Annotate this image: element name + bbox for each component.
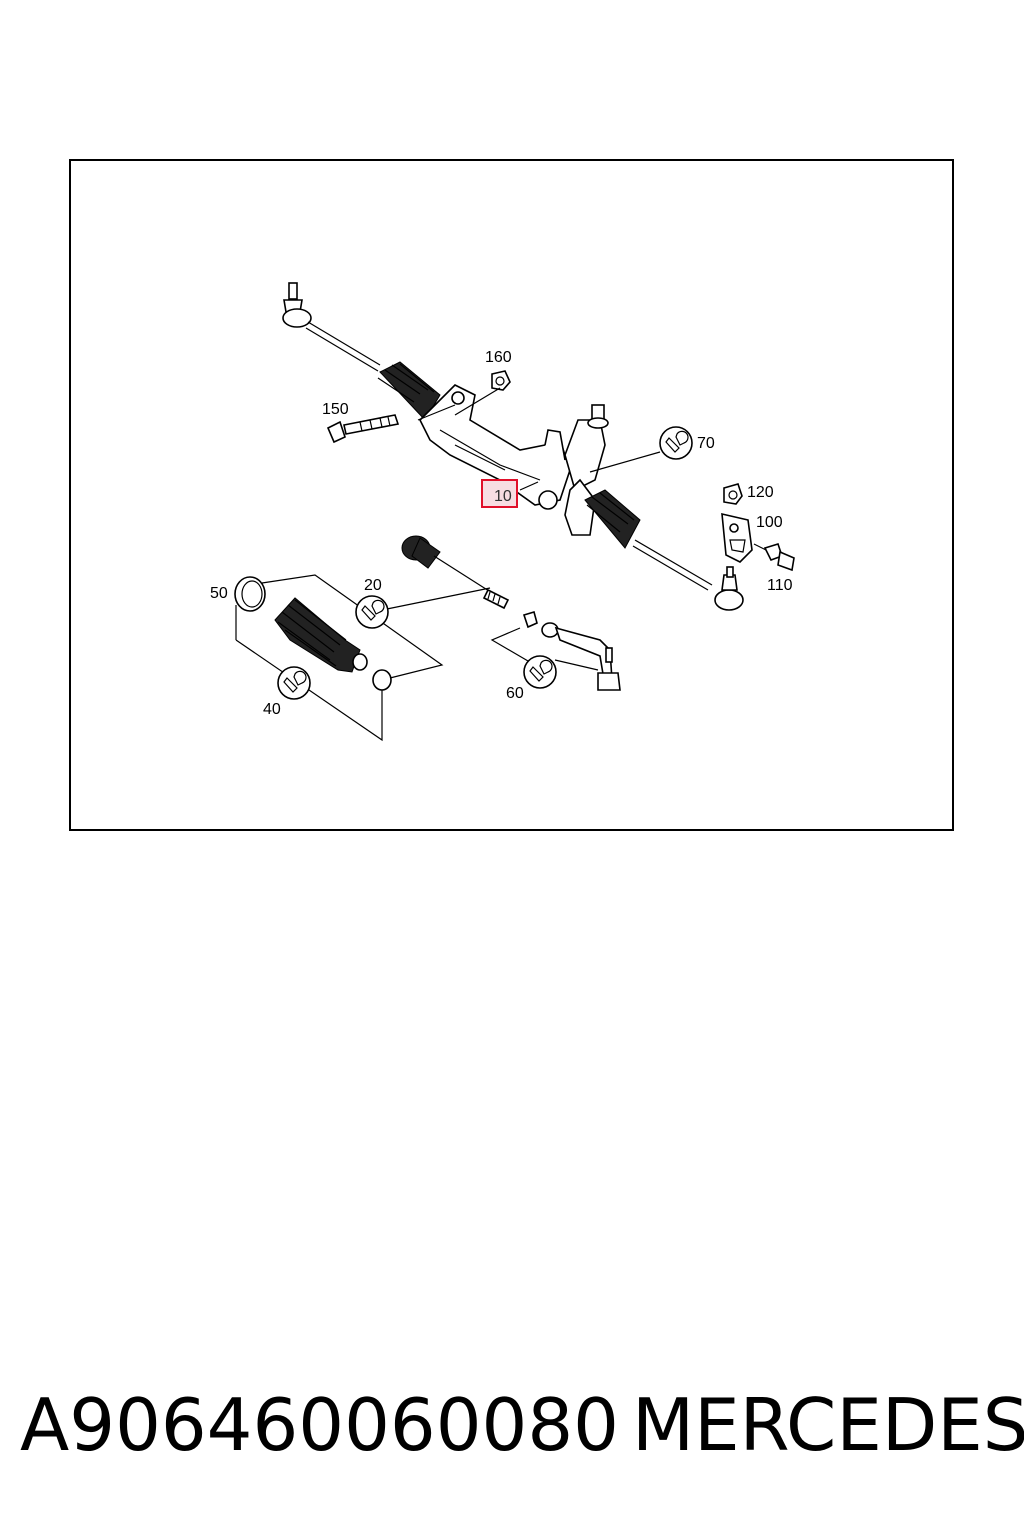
bolt-110 (753, 543, 795, 572)
boot-40 (274, 597, 368, 673)
callout-100: 100 (756, 514, 783, 531)
bracket-100 (721, 512, 753, 563)
brand-name: MERCEDES (632, 1383, 1024, 1467)
callout-10-highlight[interactable] (481, 479, 518, 508)
footer: A906460060080 MERCEDES (0, 1375, 1024, 1475)
nut-160 (491, 370, 511, 391)
rack-housing (419, 384, 609, 536)
part-number: A906460060080 (20, 1383, 619, 1467)
callout-110: 110 (767, 577, 793, 594)
callout-10: 10 (494, 488, 512, 505)
callout-160: 160 (485, 349, 512, 366)
wrench-icon-70 (659, 426, 693, 460)
bolt-150 (326, 414, 400, 444)
callout-50: 50 (210, 585, 228, 602)
callout-70: 70 (697, 435, 715, 452)
left-rack-boot (377, 361, 441, 421)
callout-150: 150 (322, 401, 349, 418)
left-tie-rod-end (282, 282, 381, 372)
right-rack-boot (584, 489, 641, 549)
nut-120 (723, 483, 743, 505)
outer-tie-rod-end-60 (522, 610, 621, 691)
wrench-icon-60 (523, 655, 557, 689)
wrench-icon-20 (355, 595, 389, 629)
right-tie-rod-end (632, 539, 744, 611)
wrench-icon-40 (277, 666, 311, 700)
inner-tie-rod-20 (401, 535, 510, 610)
callout-20: 20 (364, 577, 382, 594)
small-clamp-ring (372, 669, 392, 691)
callout-60: 60 (506, 685, 524, 702)
clamp-ring-50 (234, 576, 266, 612)
callout-120: 120 (747, 484, 774, 501)
callout-40: 40 (263, 701, 281, 718)
